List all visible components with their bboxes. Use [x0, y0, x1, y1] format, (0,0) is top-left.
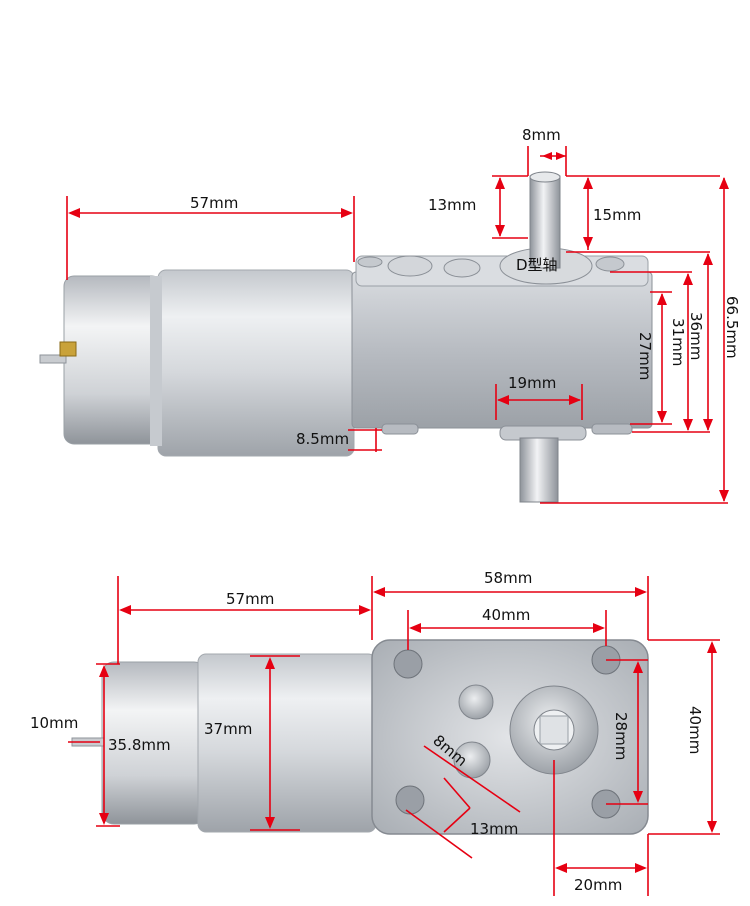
bottom-gearbox: [371, 639, 649, 835]
bottom-boss-small-2: [453, 741, 491, 779]
bottom-rear-shaft-label: 10mm: [30, 714, 78, 732]
bottom-hole-top-left: [393, 649, 423, 679]
top-foot-right: [591, 423, 633, 435]
top-motor-length-label: 57mm: [190, 194, 238, 212]
bottom-d-flat: [539, 715, 569, 745]
bottom-shaft-offset-label: 20mm: [574, 876, 622, 894]
bottom-gearbox-height-label: 40mm: [686, 706, 704, 754]
top-shaft-tip: [529, 171, 561, 183]
top-dimensions: [66, 146, 729, 504]
top-output-shaft: [529, 175, 561, 269]
top-gearbox: [351, 171, 653, 503]
top-motor: [39, 269, 355, 457]
bottom-boss-small-1: [458, 684, 494, 720]
top-bottom-shaft: [519, 437, 559, 503]
top-height-66-5-label: 66.5mm: [723, 296, 741, 359]
top-gearbox-body: [351, 271, 653, 429]
top-rear-shaft: [39, 354, 67, 364]
top-shaft-offset-label: 19mm: [508, 374, 556, 392]
bottom-hole-spacing-y-label: 28mm: [612, 712, 630, 760]
top-screw-3: [443, 258, 481, 278]
top-height-27-label: 27mm: [636, 332, 654, 380]
bottom-hole-bottom-left: [395, 785, 425, 815]
top-terminal: [59, 341, 77, 357]
bottom-gearbox-plate: [371, 639, 649, 835]
bottom-motor-can: [197, 653, 377, 833]
top-shaft-length-label: 15mm: [593, 206, 641, 224]
top-screw-4: [595, 256, 625, 272]
top-view: 57mm 8mm 13mm 15mm D型轴 19mm 8.5mm 27mm 3…: [39, 126, 741, 504]
bottom-end-cap-label: 35.8mm: [108, 736, 171, 754]
bottom-gearbox-width-label: 58mm: [484, 569, 532, 587]
bottom-dimensions: [68, 576, 720, 896]
top-foot-left: [381, 423, 419, 435]
top-base-gap-label: 8.5mm: [296, 430, 349, 448]
bottom-hole-spacing-x-label: 40mm: [482, 606, 530, 624]
bottom-motor-diameter-label: 37mm: [204, 720, 252, 738]
top-motor-rim: [150, 276, 162, 446]
top-motor-can: [157, 269, 355, 457]
top-screw-2: [387, 255, 433, 277]
bottom-small-offset-label: 13mm: [470, 820, 518, 838]
top-height-36-label: 36mm: [687, 312, 705, 360]
top-screw-1: [357, 256, 383, 268]
bottom-view: 58mm 57mm 40mm 37mm 35.8mm 10mm 13mm 20m…: [30, 569, 720, 896]
bottom-motor: [71, 653, 377, 833]
top-motor-endcap: [63, 275, 163, 445]
top-shaft-type-label: D型轴: [516, 256, 558, 274]
top-shaft-diameter-label: 8mm: [522, 126, 561, 144]
bottom-motor-length-label: 57mm: [226, 590, 274, 608]
top-shaft-base-label: 13mm: [428, 196, 476, 214]
top-height-31-label: 31mm: [669, 318, 687, 366]
